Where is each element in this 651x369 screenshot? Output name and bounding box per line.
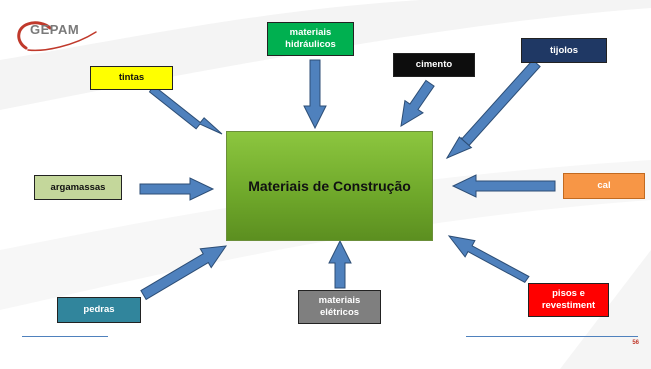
box-cal: cal	[563, 173, 645, 199]
arrow-head	[445, 136, 473, 160]
arrow-tintas	[148, 84, 223, 135]
arrow-shape	[400, 79, 435, 127]
box-pedras: pedras	[57, 297, 141, 323]
box-cimento: cimento	[393, 53, 475, 77]
arrow-shape	[303, 59, 327, 130]
box-label: materiais elétricos	[318, 295, 361, 318]
arrow-shape	[148, 84, 223, 135]
box-pisos-revestiment: pisos e revestiment	[528, 283, 609, 317]
arrow-pedras	[140, 245, 228, 301]
box-tijolos: tijolos	[521, 38, 607, 63]
logo-text: GEPAM	[30, 22, 80, 37]
page-number: 56	[632, 340, 639, 346]
arrow-tijolos	[445, 59, 541, 160]
arrow-shape	[139, 177, 215, 201]
center-label: Materiais de Construção	[248, 178, 411, 194]
box-materiais-hidraulicos: materiais hidráulicos	[267, 22, 354, 56]
arrow-cimento	[400, 79, 435, 127]
box-label: tintas	[118, 72, 145, 83]
box-argamassas: argamassas	[34, 175, 122, 200]
footer-line-left	[22, 336, 108, 337]
arrow-shape	[328, 239, 352, 289]
box-label: pedras	[83, 304, 115, 315]
arrow-shape	[140, 245, 228, 301]
arrow-hidraulicos	[303, 59, 327, 130]
box-label: argamassas	[50, 181, 106, 193]
center-box: Materiais de Construção	[226, 131, 433, 241]
arrow-pisos	[447, 235, 530, 283]
arrow-argamassas	[139, 177, 215, 201]
box-tintas: tintas	[90, 66, 173, 90]
box-materiais-eletricos: materiais elétricos	[298, 290, 381, 324]
arrow-shape	[451, 174, 556, 198]
footer-line-right	[466, 336, 638, 337]
box-label: tijolos	[550, 44, 578, 56]
box-label: cimento	[415, 59, 453, 70]
box-label: cal	[597, 180, 611, 191]
box-label: pisos e revestiment	[541, 288, 596, 311]
arrow-cal	[451, 174, 556, 198]
arrow-shape	[447, 235, 530, 283]
arrow-eletricos	[328, 239, 352, 289]
box-label: materiais hidráulicos	[285, 27, 336, 50]
gepam-logo	[17, 21, 97, 52]
